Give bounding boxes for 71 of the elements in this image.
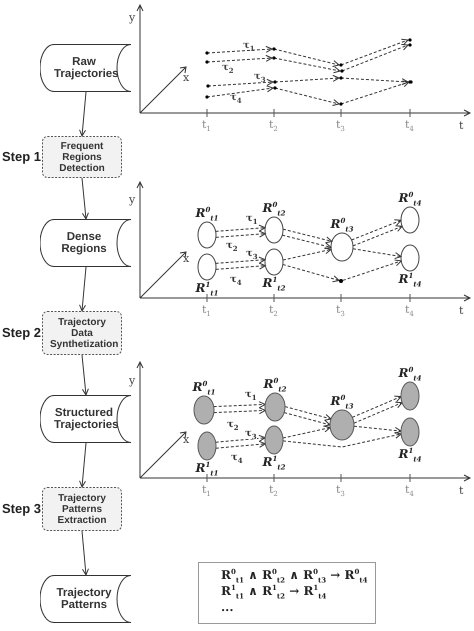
process-box: Trajectory Data Synthetization bbox=[42, 311, 122, 355]
tick-label: t$_{2}$ bbox=[269, 304, 278, 316]
tick-label: t$_{4}$ bbox=[405, 304, 414, 316]
dashed-arrow bbox=[282, 228, 332, 244]
data-store-shape: Dense Regions bbox=[40, 219, 132, 267]
dashed-arrow bbox=[284, 412, 330, 427]
tick-label: t$_{3}$ bbox=[336, 119, 345, 131]
edge-label: τ$_{1}$ bbox=[245, 389, 257, 400]
axis-label: x bbox=[183, 72, 190, 84]
dashed-arrow bbox=[282, 425, 331, 439]
arrow bbox=[79, 92, 86, 136]
edge-label: τ$_{4}$ bbox=[230, 274, 242, 285]
step-label: Step 1 bbox=[2, 149, 42, 164]
axis-label: t bbox=[459, 305, 464, 317]
axis-label: x bbox=[183, 434, 190, 446]
edge-label: τ$_{2}$ bbox=[227, 419, 239, 430]
dashed-arrow bbox=[353, 402, 403, 424]
tick-label: t$_{4}$ bbox=[405, 484, 414, 496]
edge-label: τ$_{1}$ bbox=[246, 213, 258, 224]
tick-label: t$_{1}$ bbox=[202, 119, 211, 131]
dashed-arrow bbox=[352, 225, 403, 246]
dashed-arrow bbox=[353, 426, 402, 434]
axis-label: y bbox=[129, 375, 136, 387]
edge-label: τ$_{3}$ bbox=[246, 248, 258, 259]
dashed-arrow bbox=[215, 256, 266, 264]
dashed-arrow bbox=[215, 230, 266, 238]
trajectory-label: τ$_{2}$ bbox=[222, 62, 234, 74]
step-label: Step 2 bbox=[2, 325, 42, 340]
dashed-arrow bbox=[213, 407, 266, 414]
trajectory-label: τ$_{3}$ bbox=[254, 71, 266, 83]
process-box: Frequent Regions Detection bbox=[42, 136, 122, 178]
trajectory-label: τ$_{1}$ bbox=[243, 40, 255, 52]
dashed-arrow bbox=[213, 401, 266, 408]
dashed-arrow bbox=[282, 247, 332, 261]
axis-label: x bbox=[183, 253, 190, 265]
step-label: Step 3 bbox=[2, 501, 42, 516]
point-dot bbox=[339, 279, 343, 283]
arrow bbox=[82, 530, 89, 576]
dashed-arrow bbox=[282, 234, 332, 250]
dashed-arrow bbox=[284, 406, 332, 421]
arrow bbox=[82, 178, 89, 220]
edge-label: τ$_{3}$ bbox=[245, 428, 257, 439]
dashed-arrow bbox=[351, 219, 402, 240]
arrow bbox=[82, 354, 89, 396]
trajectory-label: τ$_{4}$ bbox=[230, 92, 242, 104]
dashed-arrow bbox=[342, 259, 402, 281]
tick-label: t$_{2}$ bbox=[269, 484, 278, 496]
arrow bbox=[79, 442, 86, 488]
axis-label: t bbox=[459, 120, 464, 132]
dashed-arrow bbox=[215, 224, 266, 232]
dashed-arrow bbox=[282, 432, 402, 448]
axis-label: y bbox=[129, 194, 136, 206]
dashed-arrow bbox=[215, 434, 266, 443]
dashed-arrow bbox=[352, 396, 402, 418]
axis-label: t bbox=[459, 485, 464, 497]
dashed-arrow bbox=[215, 262, 266, 270]
process-box: Trajectory Patterns Extraction bbox=[42, 487, 122, 531]
axis-label: y bbox=[129, 12, 136, 24]
tick-label: t$_{3}$ bbox=[336, 484, 345, 496]
tick-label: t$_{3}$ bbox=[336, 304, 345, 316]
tick-label: t$_{4}$ bbox=[405, 119, 414, 131]
tick-label: t$_{1}$ bbox=[202, 304, 211, 316]
arrow bbox=[79, 266, 86, 312]
tick-label: t$_{1}$ bbox=[202, 484, 211, 496]
dashed-arrow bbox=[352, 248, 402, 260]
data-store-shape: Trajectory Patterns bbox=[40, 575, 132, 623]
edge-label: τ$_{2}$ bbox=[226, 240, 238, 251]
dashed-arrow bbox=[215, 440, 266, 449]
edge-label: τ$_{4}$ bbox=[231, 452, 243, 463]
dashed-arrow bbox=[282, 264, 340, 282]
tick-label: t$_{2}$ bbox=[269, 119, 278, 131]
